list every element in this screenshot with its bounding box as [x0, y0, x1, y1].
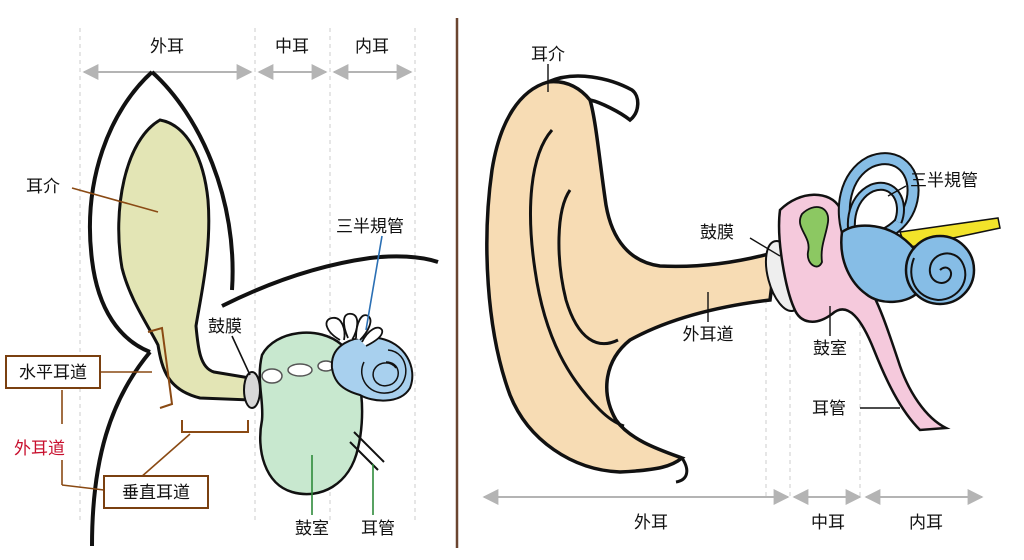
left-label-horizontal-canal: 水平耳道 [19, 363, 87, 383]
left-outer-ear-fill [117, 118, 252, 402]
left-label-semicircular-canals: 三半規管 [336, 217, 404, 237]
left-vertical-canal-box [103, 475, 209, 509]
left-cochlea [330, 336, 414, 402]
right-earlobe [675, 457, 689, 484]
right-section-middle-ear: 中耳 [811, 513, 845, 533]
right-pinna-antihelix [529, 129, 625, 428]
left-label-auricle: 耳介 [26, 177, 60, 197]
left-horizontal-canal-box [5, 355, 101, 389]
right-ossicles [799, 206, 829, 268]
left-label-vertical-canal: 垂直耳道 [122, 483, 190, 503]
left-canal-brackets [147, 326, 249, 433]
left-label-tympanic-cavity: 鼓室 [295, 519, 329, 539]
right-label-tympanic-cavity: 鼓室 [813, 339, 847, 359]
right-pinna-helix [547, 74, 640, 123]
right-section-inner-ear: 内耳 [909, 513, 943, 533]
left-eardrum [243, 371, 261, 409]
right-label-eustachian-tube: 耳管 [812, 399, 846, 419]
left-pinna-outline [87, 70, 235, 354]
left-head-outline [221, 254, 439, 308]
right-pinna-concha [557, 189, 619, 346]
right-label-ear-canal: 外耳道 [683, 325, 734, 345]
left-label-eustachian-tube: 耳管 [361, 519, 395, 539]
left-leader-lines [61, 187, 383, 515]
right-label-eardrum: 鼓膜 [700, 223, 734, 243]
right-cochlea [904, 234, 976, 306]
right-ear-illustration: 外耳 中耳 内耳 耳介 三半規管 鼓膜 外耳道 鼓室 耳管 [482, 45, 1001, 533]
left-label-eardrum: 鼓膜 [208, 317, 242, 337]
right-section-outer-ear: 外耳 [634, 513, 668, 533]
left-section-inner-ear: 内耳 [355, 37, 389, 57]
left-label-ear-canal: 外耳道 [14, 439, 65, 459]
left-ear-cross-section: 外耳 中耳 内耳 [5, 28, 439, 547]
right-label-auricle: 耳介 [531, 45, 565, 65]
left-neck-outline [90, 350, 152, 547]
right-section-guides [765, 300, 861, 500]
right-outer-ear-fill [485, 79, 779, 474]
left-ossicles [261, 360, 335, 384]
left-section-outer-ear: 外耳 [150, 37, 184, 57]
right-leader-lines [547, 64, 907, 409]
left-section-middle-ear: 中耳 [275, 37, 309, 57]
right-label-semicircular-canals: 三半規管 [910, 171, 978, 191]
